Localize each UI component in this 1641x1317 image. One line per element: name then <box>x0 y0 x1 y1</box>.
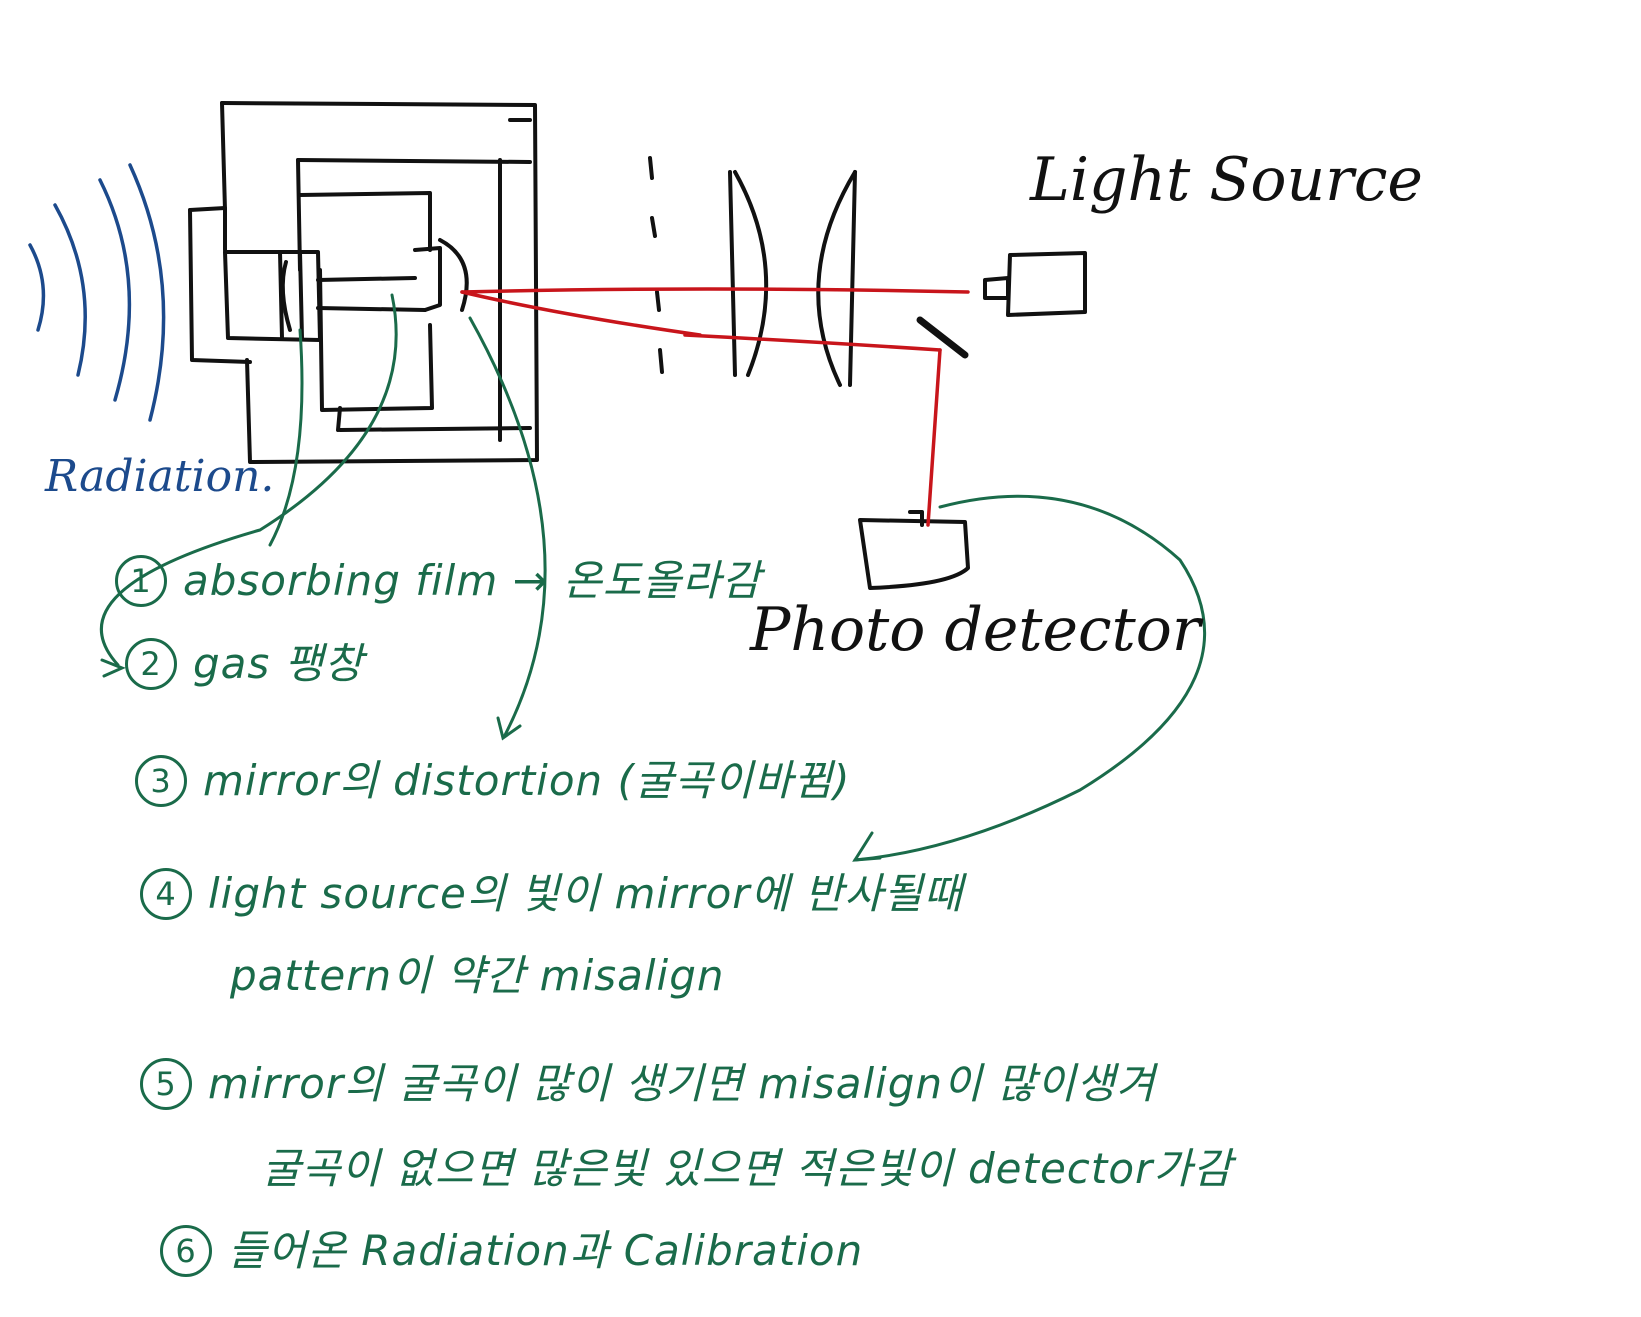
note-2-number: 2 <box>125 638 177 690</box>
note-1-number: 1 <box>115 555 167 607</box>
note-6-number: 6 <box>160 1225 212 1277</box>
note-6: 6 들어온 Radiation과 Calibration <box>160 1225 863 1277</box>
note-4-number: 4 <box>140 868 192 920</box>
golay-cell-housing <box>188 101 539 464</box>
note-5: 5 mirror의 굴곡이 많이 생기면 misalign이 많이생겨 <box>140 1058 1156 1110</box>
photo-detector-label: Photo detector <box>750 595 1201 665</box>
note-5-continuation: 굴곡이 없으면 많은빛 있으면 적은빛이 detector가감 <box>262 1144 1233 1193</box>
note-1-text: absorbing film → 온도올라감 <box>183 556 762 605</box>
annotation-leaders <box>99 293 1206 862</box>
note-3-number: 3 <box>135 755 187 807</box>
note-5-number: 5 <box>140 1058 192 1110</box>
note-2-text: gas 팽창 <box>193 639 364 688</box>
note-4-continuation: pattern이 약간 misalign <box>230 951 725 1000</box>
light-beams <box>460 287 970 527</box>
note-3-text: mirror의 distortion (굴곡이바뀜) <box>203 756 851 805</box>
light-source-box <box>983 251 1087 317</box>
note-4: 4 light source의 빛이 mirror에 반사될때 <box>140 868 963 920</box>
beam-splitter <box>916 316 969 359</box>
note-2: 2 gas 팽창 <box>125 638 364 690</box>
note-4-text: light source의 빛이 mirror에 반사될때 <box>208 869 964 918</box>
note-3: 3 mirror의 distortion (굴곡이바뀜) <box>135 755 851 807</box>
photo-detector-box <box>858 510 970 590</box>
light-source-label: Light Source <box>1030 145 1423 215</box>
note-5-text: mirror의 굴곡이 많이 생기면 misalign이 많이생겨 <box>208 1059 1156 1108</box>
optics <box>648 156 857 387</box>
radiation-label: Radiation. <box>45 451 275 502</box>
radiation-waves <box>28 163 166 422</box>
note-1: 1 absorbing film → 온도올라감 <box>115 555 761 607</box>
note-6-text: 들어온 Radiation과 Calibration <box>228 1226 864 1275</box>
